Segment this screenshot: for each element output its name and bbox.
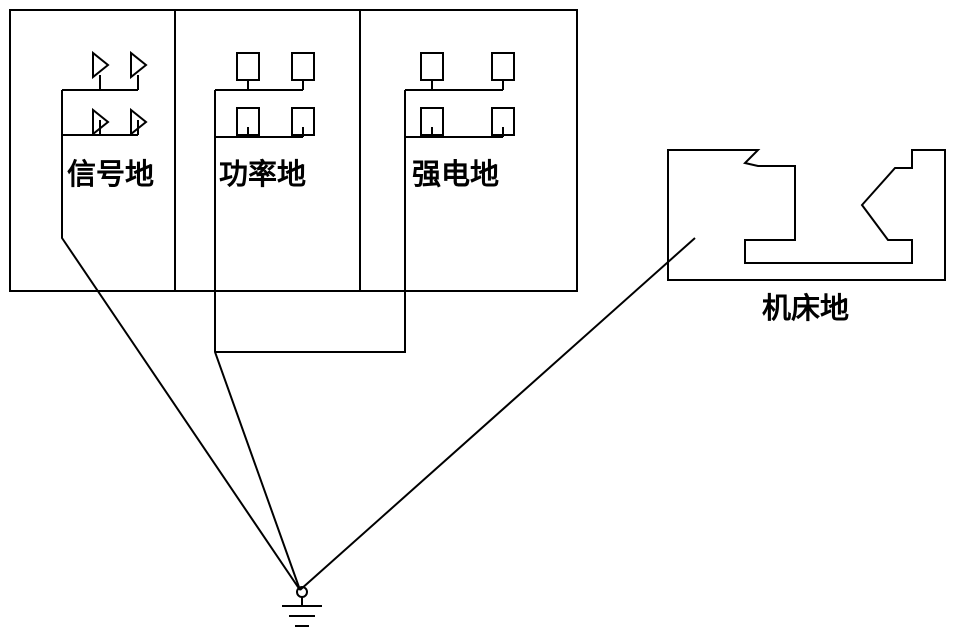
signal-ground-section: 信号地 (61, 50, 301, 591)
component-box-icon (491, 52, 515, 81)
cabinet-outline (9, 9, 578, 292)
signal-ground-label: 信号地 (67, 157, 154, 191)
strong-ground-wire (215, 90, 406, 353)
strong-ground-label: 强电地 (412, 157, 499, 191)
machine-ground-label: 机床地 (762, 291, 849, 325)
amplifier-icon (130, 107, 148, 137)
power-ground-label: 功率地 (219, 157, 306, 191)
component-box-icon (291, 107, 315, 136)
machine-tool-outline (667, 149, 946, 281)
strong-bus (405, 80, 504, 138)
power-ground-section: 功率地 (214, 52, 315, 591)
earth-ground-icon (282, 586, 322, 627)
component-box-icon (236, 107, 260, 136)
cabinet (9, 9, 578, 292)
component-box-icon (420, 52, 444, 81)
strong-ground-section: 强电地 (215, 52, 515, 353)
machine-tool: 机床地 (299, 149, 946, 591)
machine-ground-wire (299, 237, 696, 591)
amplifier-icon (92, 107, 110, 137)
amplifier-icon (130, 50, 148, 80)
component-box-icon (491, 107, 515, 136)
signal-ground-wire (61, 90, 301, 591)
signal-bus (62, 75, 139, 136)
component-box-icon (420, 107, 444, 136)
component-box-icon (291, 52, 315, 81)
power-bus (215, 80, 304, 138)
component-box-icon (236, 52, 260, 81)
amplifier-icon (92, 50, 110, 80)
